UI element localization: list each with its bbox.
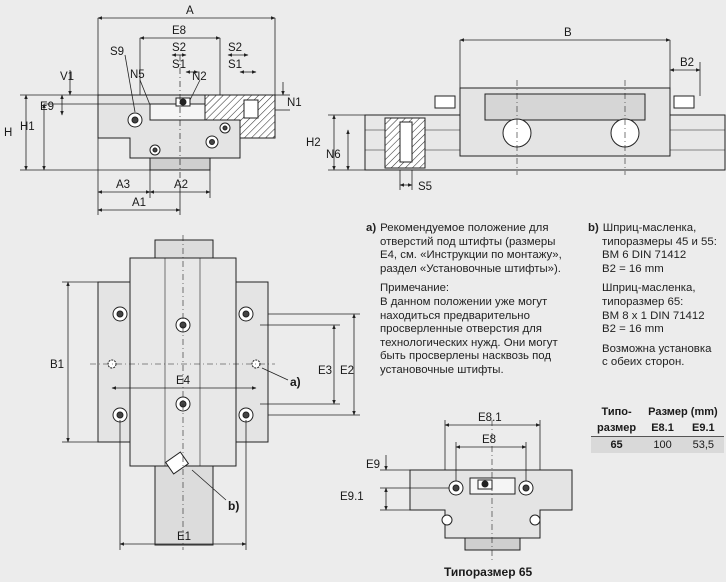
- note-b2-line-1: Шприц-масленка,: [602, 282, 696, 295]
- size65-section-view: [409, 420, 573, 560]
- dim-N5: N5: [130, 69, 145, 81]
- table-row: 65 100 53,5: [591, 436, 724, 453]
- size65-dimensions: [380, 420, 541, 511]
- dim-S2-right: S2: [228, 42, 242, 54]
- dim-B1: B1: [50, 359, 64, 371]
- dim-N1: N1: [287, 97, 302, 109]
- dim-E1: E1: [177, 531, 191, 543]
- dim-V1: V1: [60, 71, 74, 83]
- note-a-line-3: E4, см. «Инструкции по монтажу»,: [380, 249, 562, 262]
- dim-N6: N6: [326, 149, 341, 161]
- dim-A3: A3: [116, 179, 130, 191]
- note-b3-line-1: Возможна установка: [602, 342, 712, 355]
- table-cell-e81: 100: [642, 436, 683, 453]
- note-a-line-4: раздел «Установочные штифты»).: [380, 262, 561, 275]
- note-a-marker: a): [366, 222, 377, 234]
- table-head-size-1: Типо-: [601, 406, 632, 418]
- note-remark-3: находиться предварительно: [380, 309, 530, 322]
- table-head-e91: E9.1: [682, 420, 724, 437]
- note-b: b)Шприц-масленка, типоразмеры 45 и 55: B…: [588, 222, 724, 376]
- dim-H2: H2: [306, 137, 321, 149]
- dim-E9: E9: [40, 101, 54, 113]
- side-view: [364, 80, 726, 175]
- dim-S1-right: S1: [228, 59, 242, 71]
- top-view: [90, 235, 275, 550]
- note-remark-5: технологических нужд. Они могут: [380, 336, 558, 349]
- dim-E8-1: E8.1: [478, 412, 502, 424]
- dim-S1: S1: [172, 59, 186, 71]
- note-remark-6: быть просверлены насквозь под: [380, 350, 552, 363]
- dim-S5: S5: [418, 181, 432, 193]
- front-section-view: [97, 55, 276, 185]
- table-head-e81: E8.1: [642, 420, 683, 437]
- front-dimensions: [20, 16, 290, 215]
- note-b3-line-2: с обеих сторон.: [602, 356, 685, 369]
- dim-E9-1: E9.1: [340, 491, 364, 503]
- marker-b: b): [228, 499, 239, 513]
- dim-E9-size65: E9: [366, 459, 380, 471]
- table-cell-e91: 53,5: [682, 436, 724, 453]
- note-a: a)Рекомендуемое положение для отверстий …: [366, 222, 576, 384]
- dim-E4: E4: [176, 375, 191, 387]
- dim-E2: E2: [340, 365, 354, 377]
- dim-B: B: [564, 27, 572, 39]
- dim-H1: H1: [20, 121, 35, 133]
- note-b-marker: b): [588, 222, 599, 234]
- dim-B2: B2: [680, 57, 694, 69]
- note-a-line-2: отверстий под штифты (размеры: [380, 235, 556, 248]
- dim-A1: A1: [132, 197, 146, 209]
- note-a-line-1: Рекомендуемое положение для: [380, 222, 549, 234]
- table-cell-size: 65: [591, 436, 643, 453]
- note-b1-line-4: B2 = 16 mm: [602, 262, 664, 275]
- marker-a: a): [290, 375, 301, 389]
- side-dimensions: [328, 38, 701, 190]
- note-b1-line-2: типоразмеры 45 и 55:: [602, 235, 717, 248]
- note-remark-7: установочные штифты.: [380, 363, 504, 376]
- dim-A: A: [186, 5, 194, 17]
- dim-A2: A2: [174, 179, 188, 191]
- note-remark-4: просверленные отверстия для: [380, 323, 542, 336]
- note-remark-2: В данном положении уже могут: [380, 295, 548, 308]
- dim-N2: N2: [192, 71, 207, 83]
- dim-E8: E8: [172, 25, 186, 37]
- table-head-size-2: размер: [591, 420, 643, 437]
- dim-S2: S2: [172, 42, 186, 54]
- top-dimensions: [62, 281, 360, 550]
- dim-H: H: [4, 127, 12, 139]
- note-b1-line-1: Шприц-масленка,: [602, 222, 697, 234]
- note-b2-line-4: B2 = 16 mm: [602, 323, 664, 336]
- note-b1-line-3: BM 6 DIN 71412: [602, 249, 687, 262]
- note-remark-1: Примечание:: [380, 282, 450, 295]
- dim-E8-size65: E8: [482, 434, 496, 446]
- dim-E3: E3: [318, 365, 332, 377]
- dimension-table: Типо- Размер (mm) размер E8.1 E9.1 65 10…: [591, 404, 724, 453]
- dim-S9: S9: [110, 46, 124, 58]
- table-head-dimension: Размер (mm): [648, 406, 718, 418]
- note-b2-line-3: BM 8 x 1 DIN 71412: [602, 309, 705, 322]
- caption-size65: Типоразмер 65: [444, 565, 533, 579]
- note-b2-line-2: типоразмер 65:: [602, 295, 684, 308]
